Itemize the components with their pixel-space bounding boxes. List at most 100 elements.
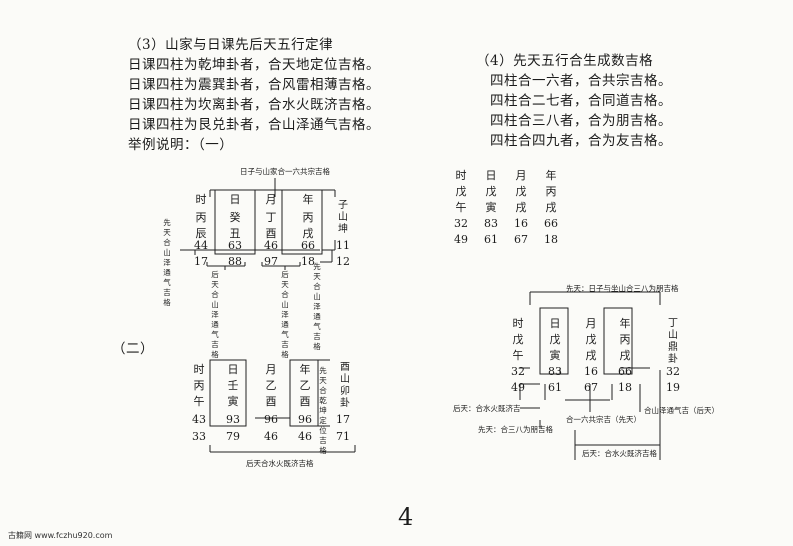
d2-stem-hour: 丙 (193, 379, 205, 392)
d4-header-hour: 时 (512, 317, 524, 330)
d2-vert-label: 先天合乾坤定位吉格 (319, 366, 327, 455)
d2-label: （二） (112, 341, 154, 357)
d2-top-num-hour: 43 (192, 413, 206, 426)
d4-top-num-day: 83 (548, 365, 562, 378)
d2-branch-hour: 午 (193, 395, 205, 408)
d1-branch-day: 丑 (229, 227, 241, 240)
d1-bot-num-day: 88 (228, 255, 242, 268)
d4-header-day: 日 (549, 317, 561, 330)
d4-label-a: 后天：合水火既济吉 (453, 404, 521, 413)
d2-bot-num-day: 79 (226, 430, 240, 443)
d2-branch-day: 寅 (227, 395, 239, 408)
d4-top-label: 先天：日子与坐山合三八为朋吉格 (566, 284, 679, 293)
d2-bot-num-month: 46 (264, 430, 278, 443)
d1-stem-hour: 丙 (195, 211, 207, 224)
t3-r2-c2: 戌 (515, 201, 527, 214)
t3-r0-c3: 年 (545, 169, 557, 182)
d4-top-num-mountain: 32 (666, 365, 680, 378)
t3-r3-c1: 83 (484, 217, 498, 230)
t3-r3-c2: 16 (514, 217, 528, 230)
right-line-1: 四柱合一六者，合共宗吉格。 (490, 73, 672, 89)
d2-top-num-mountain: 17 (336, 413, 350, 426)
d1-header-month: 月 (265, 193, 277, 206)
d4-mountain: 丁山鼎卦 (668, 318, 678, 365)
d1-top-num-day: 63 (228, 239, 242, 252)
d2-bot-num-hour: 33 (192, 430, 206, 443)
t3-r2-c0: 午 (455, 201, 467, 214)
d4-branch-month: 戌 (585, 349, 597, 362)
page-number: 4 (398, 503, 414, 531)
t3-r3-c3: 66 (544, 217, 558, 230)
d2-top-num-day: 93 (226, 413, 240, 426)
t3-r4-c1: 61 (484, 233, 498, 246)
d1-bot-num-month: 97 (264, 255, 278, 268)
d2-branch-year: 酉 (299, 395, 311, 408)
d4-branch-year: 戌 (619, 349, 631, 362)
d4-bot-num-month: 67 (584, 381, 598, 394)
d1-branch-year: 戌 (302, 227, 314, 240)
d4-stem-hour: 戊 (512, 333, 524, 346)
d4-header-month: 月 (585, 317, 597, 330)
d4-top-num-month: 16 (584, 365, 598, 378)
example-label: 举例说明：（一） (128, 137, 234, 153)
d1-top-num-year: 66 (301, 239, 315, 252)
d2-header-month: 月 (265, 363, 277, 376)
d1-header-day: 日 (229, 193, 241, 206)
d2-header-day: 日 (227, 363, 239, 376)
right-line-2: 四柱合二七者，合同道吉格。 (490, 93, 672, 109)
t3-r1-c0: 戊 (455, 185, 467, 198)
d2-top-num-year: 96 (298, 413, 312, 426)
d4-bot-num-mountain: 19 (666, 381, 680, 394)
left-line-2: 日课四柱为震巽卦者，合风雷相薄吉格。 (128, 77, 380, 93)
d4-label-e: 后天：合水火既济吉格 (582, 449, 657, 458)
d1-stem-year: 丙 (302, 211, 314, 224)
left-line-4: 日课四柱为艮兑卦者，合山泽通气吉格。 (128, 117, 380, 133)
t3-r4-c2: 67 (514, 233, 528, 246)
t3-r0-c1: 日 (485, 169, 497, 182)
t3-r4-c3: 18 (544, 233, 558, 246)
d1-top-num-month: 46 (264, 239, 278, 252)
d4-stem-day: 戊 (549, 333, 561, 346)
d2-branch-month: 酉 (265, 395, 277, 408)
right-line-3: 四柱合三八者，合为朋吉格。 (490, 113, 672, 129)
d1-branch-month: 酉 (265, 227, 277, 240)
t3-r2-c3: 戌 (545, 201, 557, 214)
d1-header-year: 年 (302, 193, 314, 206)
d4-bot-num-year: 18 (618, 381, 632, 394)
d4-stem-month: 戊 (585, 333, 597, 346)
d2-mountain: 酉山卯卦 (340, 362, 350, 409)
d4-stem-year: 丙 (619, 333, 631, 346)
d4-top-num-hour: 32 (511, 365, 525, 378)
left-line-3: 日课四柱为坎离卦者，合水火既济吉格。 (128, 97, 380, 113)
d2-stem-month: 乙 (265, 379, 277, 392)
d2-stem-year: 乙 (299, 379, 311, 392)
d4-bot-num-hour: 49 (511, 381, 525, 394)
d1-branch-hour: 辰 (195, 227, 207, 240)
d4-label-b: 合一六共宗吉（先天） (566, 415, 641, 424)
d2-header-year: 年 (299, 363, 311, 376)
d1-right-label: 先天合山泽通气吉格 (313, 262, 321, 351)
t3-r1-c2: 戊 (515, 185, 527, 198)
t3-r1-c1: 戊 (485, 185, 497, 198)
d1-mid-label: 后天合山泽通气吉格 (211, 270, 219, 359)
d1-bot-num-hour: 17 (194, 255, 208, 268)
t3-r0-c0: 时 (455, 169, 467, 182)
d1-bot-num-mountain: 12 (336, 255, 350, 268)
d2-bottom-label: 后天合水火既济吉格 (246, 459, 314, 468)
d1-stem-day: 癸 (229, 211, 241, 224)
d2-bot-num-mountain: 71 (336, 430, 350, 443)
t3-r4-c0: 49 (454, 233, 468, 246)
d4-bot-num-day: 61 (548, 381, 562, 394)
right-heading: （4）先天五行合生成数吉格 (476, 53, 654, 69)
d1-header-hour: 时 (195, 193, 207, 206)
d1-top-num-mountain: 11 (336, 239, 350, 252)
d2-top-num-month: 96 (264, 413, 278, 426)
d4-label-c: 合山泽通气吉（后天） (644, 406, 719, 415)
d1-right-mid-label: 后天合山泽通气吉格 (281, 270, 289, 359)
d4-top-num-year: 66 (618, 365, 632, 378)
t3-r2-c1: 寅 (485, 201, 497, 214)
d1-stem-month: 丁 (265, 211, 277, 224)
left-heading: （3）山家与日课先后天五行定律 (128, 37, 334, 53)
t3-r0-c2: 月 (515, 169, 527, 182)
d4-header-year: 年 (619, 317, 631, 330)
